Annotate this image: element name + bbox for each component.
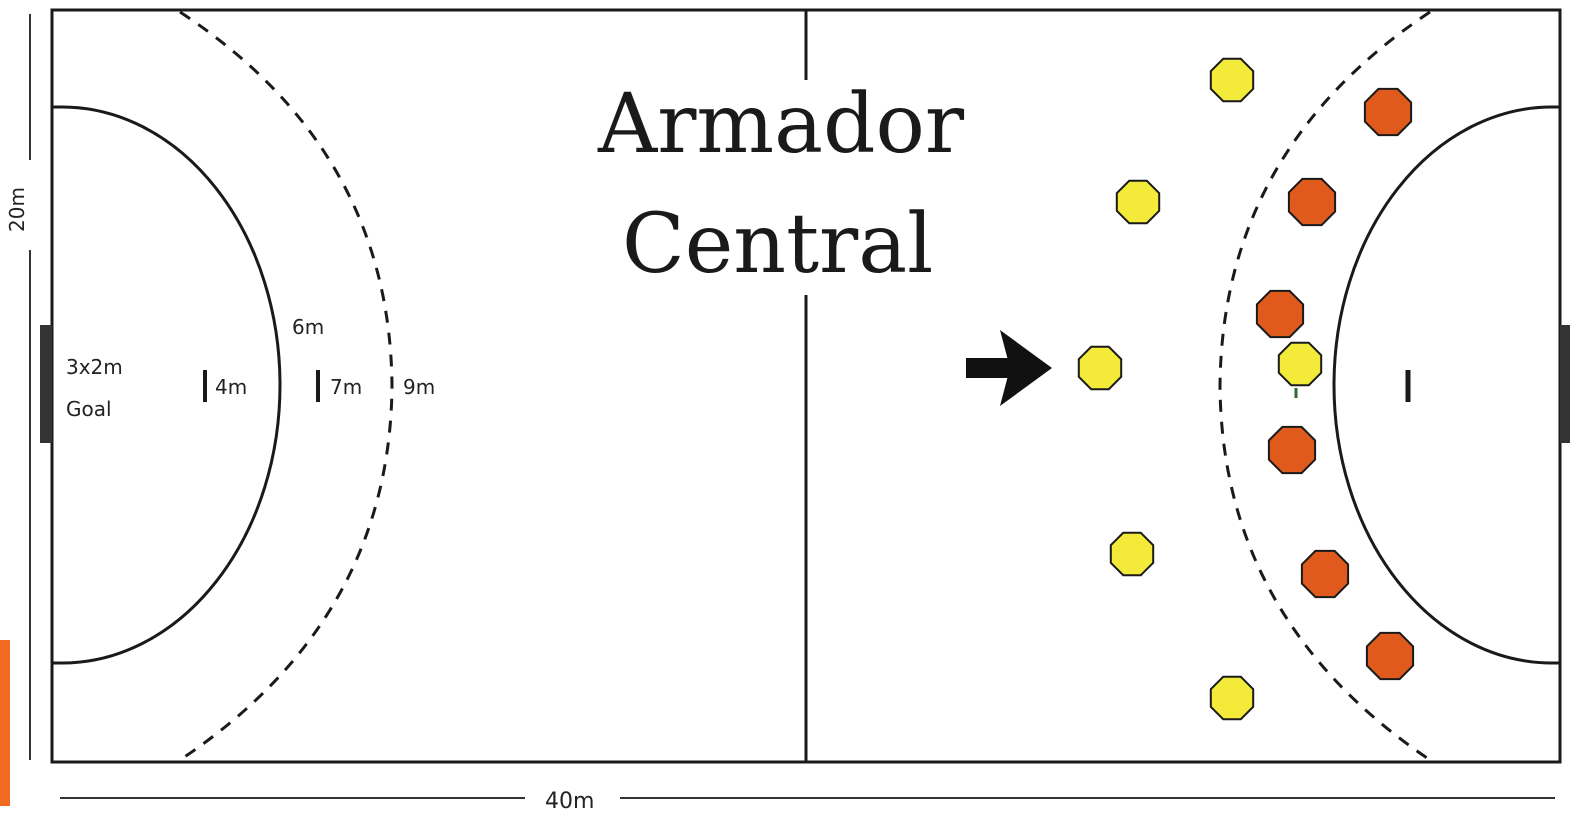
right-goal xyxy=(1560,325,1570,443)
goal-size-label: 3x2m xyxy=(66,355,123,379)
width-dimension-label: 40m xyxy=(545,789,594,814)
title-line-1: Armador xyxy=(597,77,965,172)
attacker-pivot xyxy=(1277,341,1323,387)
right-six-meter-line xyxy=(1332,105,1560,665)
goal-label: Goal xyxy=(66,397,112,421)
right-arrow-icon xyxy=(966,330,1052,406)
defender-5 xyxy=(1300,549,1350,599)
defender-4 xyxy=(1267,425,1317,475)
attacker-right-wing-bottom xyxy=(1209,675,1255,721)
right-nine-meter-line xyxy=(1218,10,1431,762)
four-meter-label: 4m xyxy=(215,375,247,399)
six-meter-label: 6m xyxy=(292,315,324,339)
defender-1 xyxy=(1363,87,1413,137)
title-line-2: Central xyxy=(622,197,933,292)
defender-2 xyxy=(1287,177,1337,227)
attacker-left-wing-top xyxy=(1209,57,1255,103)
seven-meter-label: 7m xyxy=(330,375,362,399)
nine-meter-label: 9m xyxy=(403,375,435,399)
left-nine-meter-line xyxy=(179,10,394,762)
defender-6 xyxy=(1365,631,1415,681)
attacker-left-back xyxy=(1115,179,1161,225)
accent-bar xyxy=(0,640,10,806)
defender-3 xyxy=(1255,289,1305,339)
left-six-meter-line xyxy=(52,105,282,665)
attacker-center-back xyxy=(1077,345,1123,391)
height-dimension-label: 20m xyxy=(5,187,29,232)
attacker-right-back xyxy=(1109,531,1155,577)
left-goal xyxy=(40,325,52,443)
